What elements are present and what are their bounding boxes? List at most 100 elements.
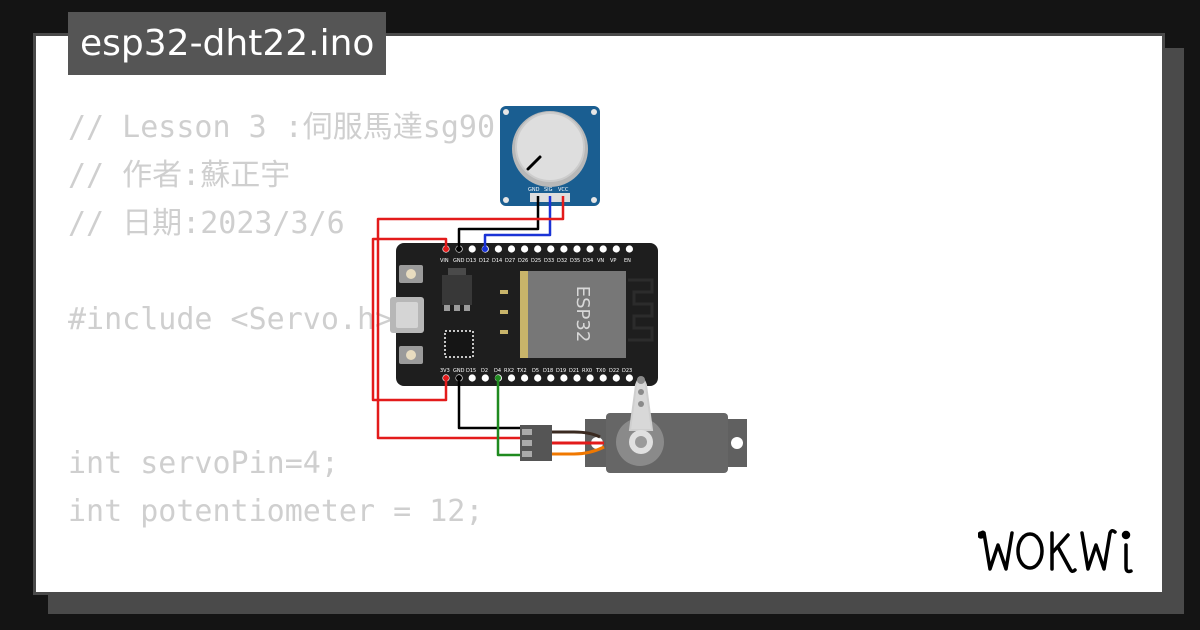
pin-hole[interactable] (521, 245, 529, 253)
pin-label: D14 (492, 258, 502, 264)
pin-connection (456, 375, 462, 381)
pin-hole[interactable] (481, 374, 489, 382)
pin-hole[interactable] (560, 245, 568, 253)
pin-label-gnd: GND (528, 187, 540, 193)
pin-label: GND (453, 258, 465, 264)
pin-connection (495, 375, 501, 381)
pin-label: D34 (583, 258, 593, 264)
pin-hole[interactable] (586, 245, 594, 253)
pin-label: D13 (466, 258, 476, 264)
pin-label: D27 (505, 258, 515, 264)
pin-hole[interactable] (468, 374, 476, 382)
pin-connection (482, 246, 488, 252)
connector-pin (522, 429, 532, 435)
pin-label: VIN (440, 258, 449, 264)
pin-hole[interactable] (612, 245, 620, 253)
horn-hole (638, 401, 644, 407)
file-name-tag: esp32-dht22.ino (68, 12, 387, 75)
pin-label: D2 (481, 368, 488, 374)
bottom-pin-row (442, 374, 634, 382)
pin-hole[interactable] (612, 374, 620, 382)
pin-hole[interactable] (573, 374, 581, 382)
servo-motor[interactable] (520, 376, 747, 473)
wire-vin[interactable] (371, 237, 448, 402)
wire-pot-vcc[interactable] (376, 196, 565, 440)
wire-servo-signal[interactable] (496, 378, 520, 457)
code-line: #include <Servo.h> (68, 302, 394, 337)
pin-hole[interactable] (573, 245, 581, 253)
pin-label: D25 (531, 258, 541, 264)
pin-hole[interactable] (586, 374, 594, 382)
pin-label: D18 (543, 368, 553, 374)
pin-hole[interactable] (625, 245, 634, 253)
pin-label: VP (610, 258, 616, 264)
pin-hole[interactable] (507, 374, 516, 382)
horn-hole (637, 376, 645, 384)
code-line: // Lesson 3 :伺服馬達sg90 (68, 110, 496, 145)
pin-connection (456, 246, 462, 252)
pin-label: D32 (557, 258, 567, 264)
regulator-tab (448, 268, 466, 275)
regulator-pin (454, 305, 460, 311)
wire-servo-gnd[interactable] (457, 378, 520, 430)
code-line: void setup() { (68, 584, 495, 592)
pin-hole[interactable] (625, 374, 634, 382)
pin-label: D5 (532, 368, 539, 374)
horn-hole (638, 389, 644, 395)
mount-hole (731, 437, 743, 449)
pin-label: D4 (494, 368, 501, 374)
knob-pointer-icon (526, 155, 542, 171)
pin-hole[interactable] (534, 374, 542, 382)
pin-label: 3V3 (440, 368, 450, 374)
top-pin-row (442, 245, 634, 253)
pin-label: TX2 (516, 368, 527, 374)
mount-hole (591, 109, 597, 115)
pin-hole[interactable] (494, 245, 502, 253)
regulator-pin (464, 305, 470, 311)
mount-hole (503, 197, 509, 203)
pin-label: D21 (569, 368, 579, 374)
pin-label: D26 (518, 258, 528, 264)
servo-wire-brown (552, 430, 601, 439)
wroom-shield (528, 271, 626, 358)
pin-hole[interactable] (521, 374, 529, 382)
code-line: // 作者:蘇正宇 (68, 158, 291, 193)
pin-label-sig: SIG (544, 187, 553, 193)
pin-hole[interactable] (599, 374, 607, 382)
pin-label: D35 (570, 258, 580, 264)
smd-component (500, 330, 508, 334)
pin-label: TX0 (595, 368, 606, 374)
mount-hole (591, 197, 597, 203)
wire-pot-gnd[interactable] (457, 196, 540, 249)
pin-connection (443, 246, 449, 252)
pin-label: D23 (622, 368, 632, 374)
smd-component (500, 310, 508, 314)
en-button-cap (406, 269, 416, 279)
pin-connection (443, 375, 449, 381)
pin-label: D12 (479, 258, 489, 264)
chip-label: ESP32 (572, 286, 593, 343)
pin-label: D33 (544, 258, 554, 264)
esp32-board[interactable]: VIN GND D13 D12 D14 D27 D26 D25 D33 D32 … (390, 243, 658, 386)
pin-hole[interactable] (547, 374, 555, 382)
pin-hole[interactable] (507, 245, 516, 253)
pin-hole[interactable] (560, 374, 568, 382)
wire-pot-sig[interactable] (483, 196, 552, 249)
pin-hole[interactable] (547, 245, 555, 253)
servo-screw (635, 436, 647, 448)
pin-hole[interactable] (534, 245, 542, 253)
potentiometer[interactable]: GND SIG VCC (500, 106, 600, 206)
usb-port-inner (396, 302, 418, 328)
code-line: // 日期:2023/3/6 (68, 206, 345, 241)
voltage-regulator (442, 275, 472, 305)
smd-component (500, 290, 508, 294)
code-line: int potentiometer = 12; (68, 494, 484, 529)
boot-button-cap (406, 350, 416, 360)
knob[interactable] (515, 112, 585, 182)
pin-hole[interactable] (599, 245, 607, 253)
wokwi-logo (978, 528, 1133, 574)
pin-hole[interactable] (468, 245, 476, 253)
wires (371, 196, 565, 457)
connector-pin (522, 451, 532, 457)
